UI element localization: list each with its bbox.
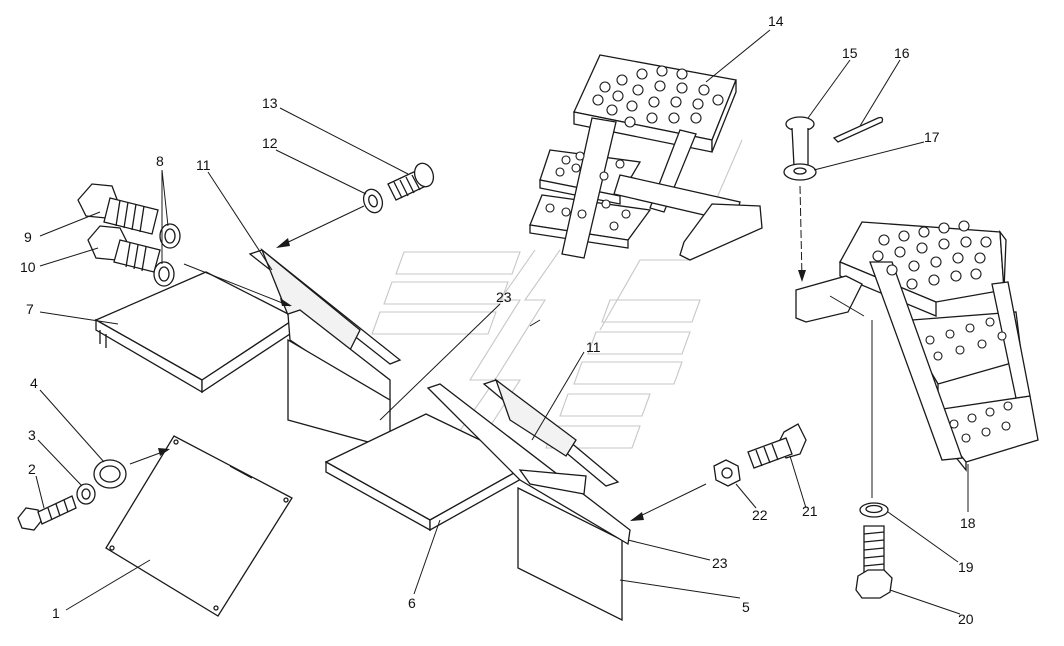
callout-4: 4: [30, 375, 38, 391]
cover-plate: [105, 435, 293, 617]
callout-12: 12: [262, 135, 278, 151]
callout-9: 9: [24, 229, 32, 245]
callout-21: 21: [802, 503, 818, 519]
washer-17: [783, 163, 817, 181]
hanging-plate: [517, 486, 623, 622]
callout-10: 10: [20, 259, 36, 275]
callout-3: 3: [28, 427, 36, 443]
callout-8: 8: [156, 153, 164, 169]
callout-7: 7: [26, 301, 34, 317]
callout-18: 18: [960, 515, 976, 531]
callout-19: 19: [958, 559, 974, 575]
step-plate-center: [324, 413, 532, 532]
bolt-2: [17, 495, 77, 531]
upper-step-ladder: [529, 54, 763, 261]
nut-22: [713, 459, 741, 487]
callout-14: 14: [768, 13, 784, 29]
spring-bushing: [387, 162, 435, 201]
callout-11-center: 11: [586, 339, 601, 355]
bolt-10: [87, 225, 161, 273]
callout-20: 20: [958, 611, 974, 627]
cotter-pin: [832, 116, 884, 143]
callout-23-top: 23: [496, 289, 512, 305]
lock-washers: [153, 223, 181, 287]
callout-13: 13: [262, 95, 278, 111]
bracket-left: [248, 247, 402, 449]
assembly-lines: [129, 185, 873, 521]
step-plate-left: [94, 271, 298, 394]
callout-15: 15: [842, 45, 858, 61]
seal-ring: [93, 459, 127, 489]
washer-19: [859, 502, 889, 518]
bolt-20: [855, 525, 893, 599]
split-washer: [76, 483, 96, 505]
bolt-9: [77, 183, 159, 235]
right-step-ladder: [795, 220, 1039, 472]
callout-2: 2: [28, 461, 36, 477]
callout-23-right: 23: [712, 555, 728, 571]
bracket-center: [426, 378, 631, 546]
callout-22: 22: [752, 507, 768, 523]
callout-16: 16: [894, 45, 910, 61]
washer-12: [362, 188, 384, 214]
callout-17: 17: [924, 129, 940, 145]
callout-11-left: 11: [196, 157, 211, 173]
callout-5: 5: [742, 599, 750, 615]
callout-numbers: 1 2 3 4 5 6 7 8 9 10 11 11 12 13 14 15 1…: [20, 13, 976, 627]
leader-lines: [35, 29, 969, 615]
callout-1: 1: [52, 605, 60, 621]
pin: [785, 116, 815, 167]
callout-6: 6: [408, 595, 416, 611]
bolt-21: [747, 423, 807, 469]
